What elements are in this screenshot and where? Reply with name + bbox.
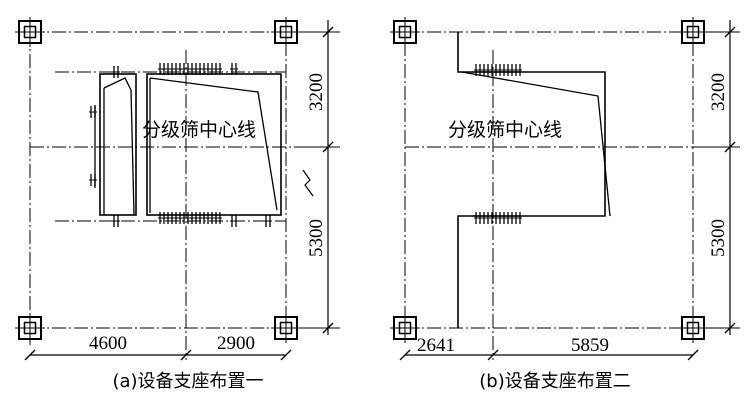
figure-a-chute <box>88 65 137 228</box>
figure-a-caption: (a)设备支座布置一 <box>112 371 263 392</box>
figure-a-columns <box>14 16 302 344</box>
figure-b-supports <box>473 63 523 225</box>
column-icon <box>389 312 421 344</box>
column-icon <box>14 312 46 344</box>
figure-b-dim-left: 2641 <box>417 335 455 356</box>
figure-a-supports <box>157 62 273 228</box>
break-symbol-icon <box>302 169 314 197</box>
figure-b-layout: 分级筛中心线 3200 5300 2641 5859 (b)设备支座布置二 <box>389 16 740 392</box>
column-icon <box>389 16 421 48</box>
column-icon <box>270 312 302 344</box>
figure-b-screen-body <box>457 32 611 328</box>
figure-a-dim-bottom: 5300 <box>306 219 327 257</box>
figure-a-horizontal-dimensions <box>24 349 292 361</box>
figure-b-horizontal-dimensions <box>399 349 699 361</box>
figure-b-dim-top: 3200 <box>708 73 729 111</box>
figure-a-grid-lines <box>29 20 340 360</box>
figure-a-dim-left: 4600 <box>89 333 127 354</box>
figure-b-dim-right: 5859 <box>571 335 609 356</box>
column-icon <box>14 16 46 48</box>
figure-b-dim-bottom: 5300 <box>708 219 729 257</box>
figure-b-vertical-dimensions <box>700 20 740 335</box>
figure-a-layout: 分级筛中心线 3200 5300 4600 2900 (a)设备支座布置一 <box>14 16 340 392</box>
figure-b-center-label: 分级筛中心线 <box>448 119 562 141</box>
figure-a-screen-body <box>146 73 282 216</box>
figure-b-columns <box>389 16 709 344</box>
column-icon <box>270 16 302 48</box>
figure-a-dim-top: 3200 <box>306 73 327 111</box>
figure-b-grid-lines <box>404 20 720 360</box>
figure-b-caption: (b)设备支座布置二 <box>479 371 630 392</box>
figure-a-vertical-dimensions <box>300 20 340 335</box>
figure-a-center-label: 分级筛中心线 <box>142 119 256 141</box>
figure-a-dim-right: 2900 <box>217 333 255 354</box>
